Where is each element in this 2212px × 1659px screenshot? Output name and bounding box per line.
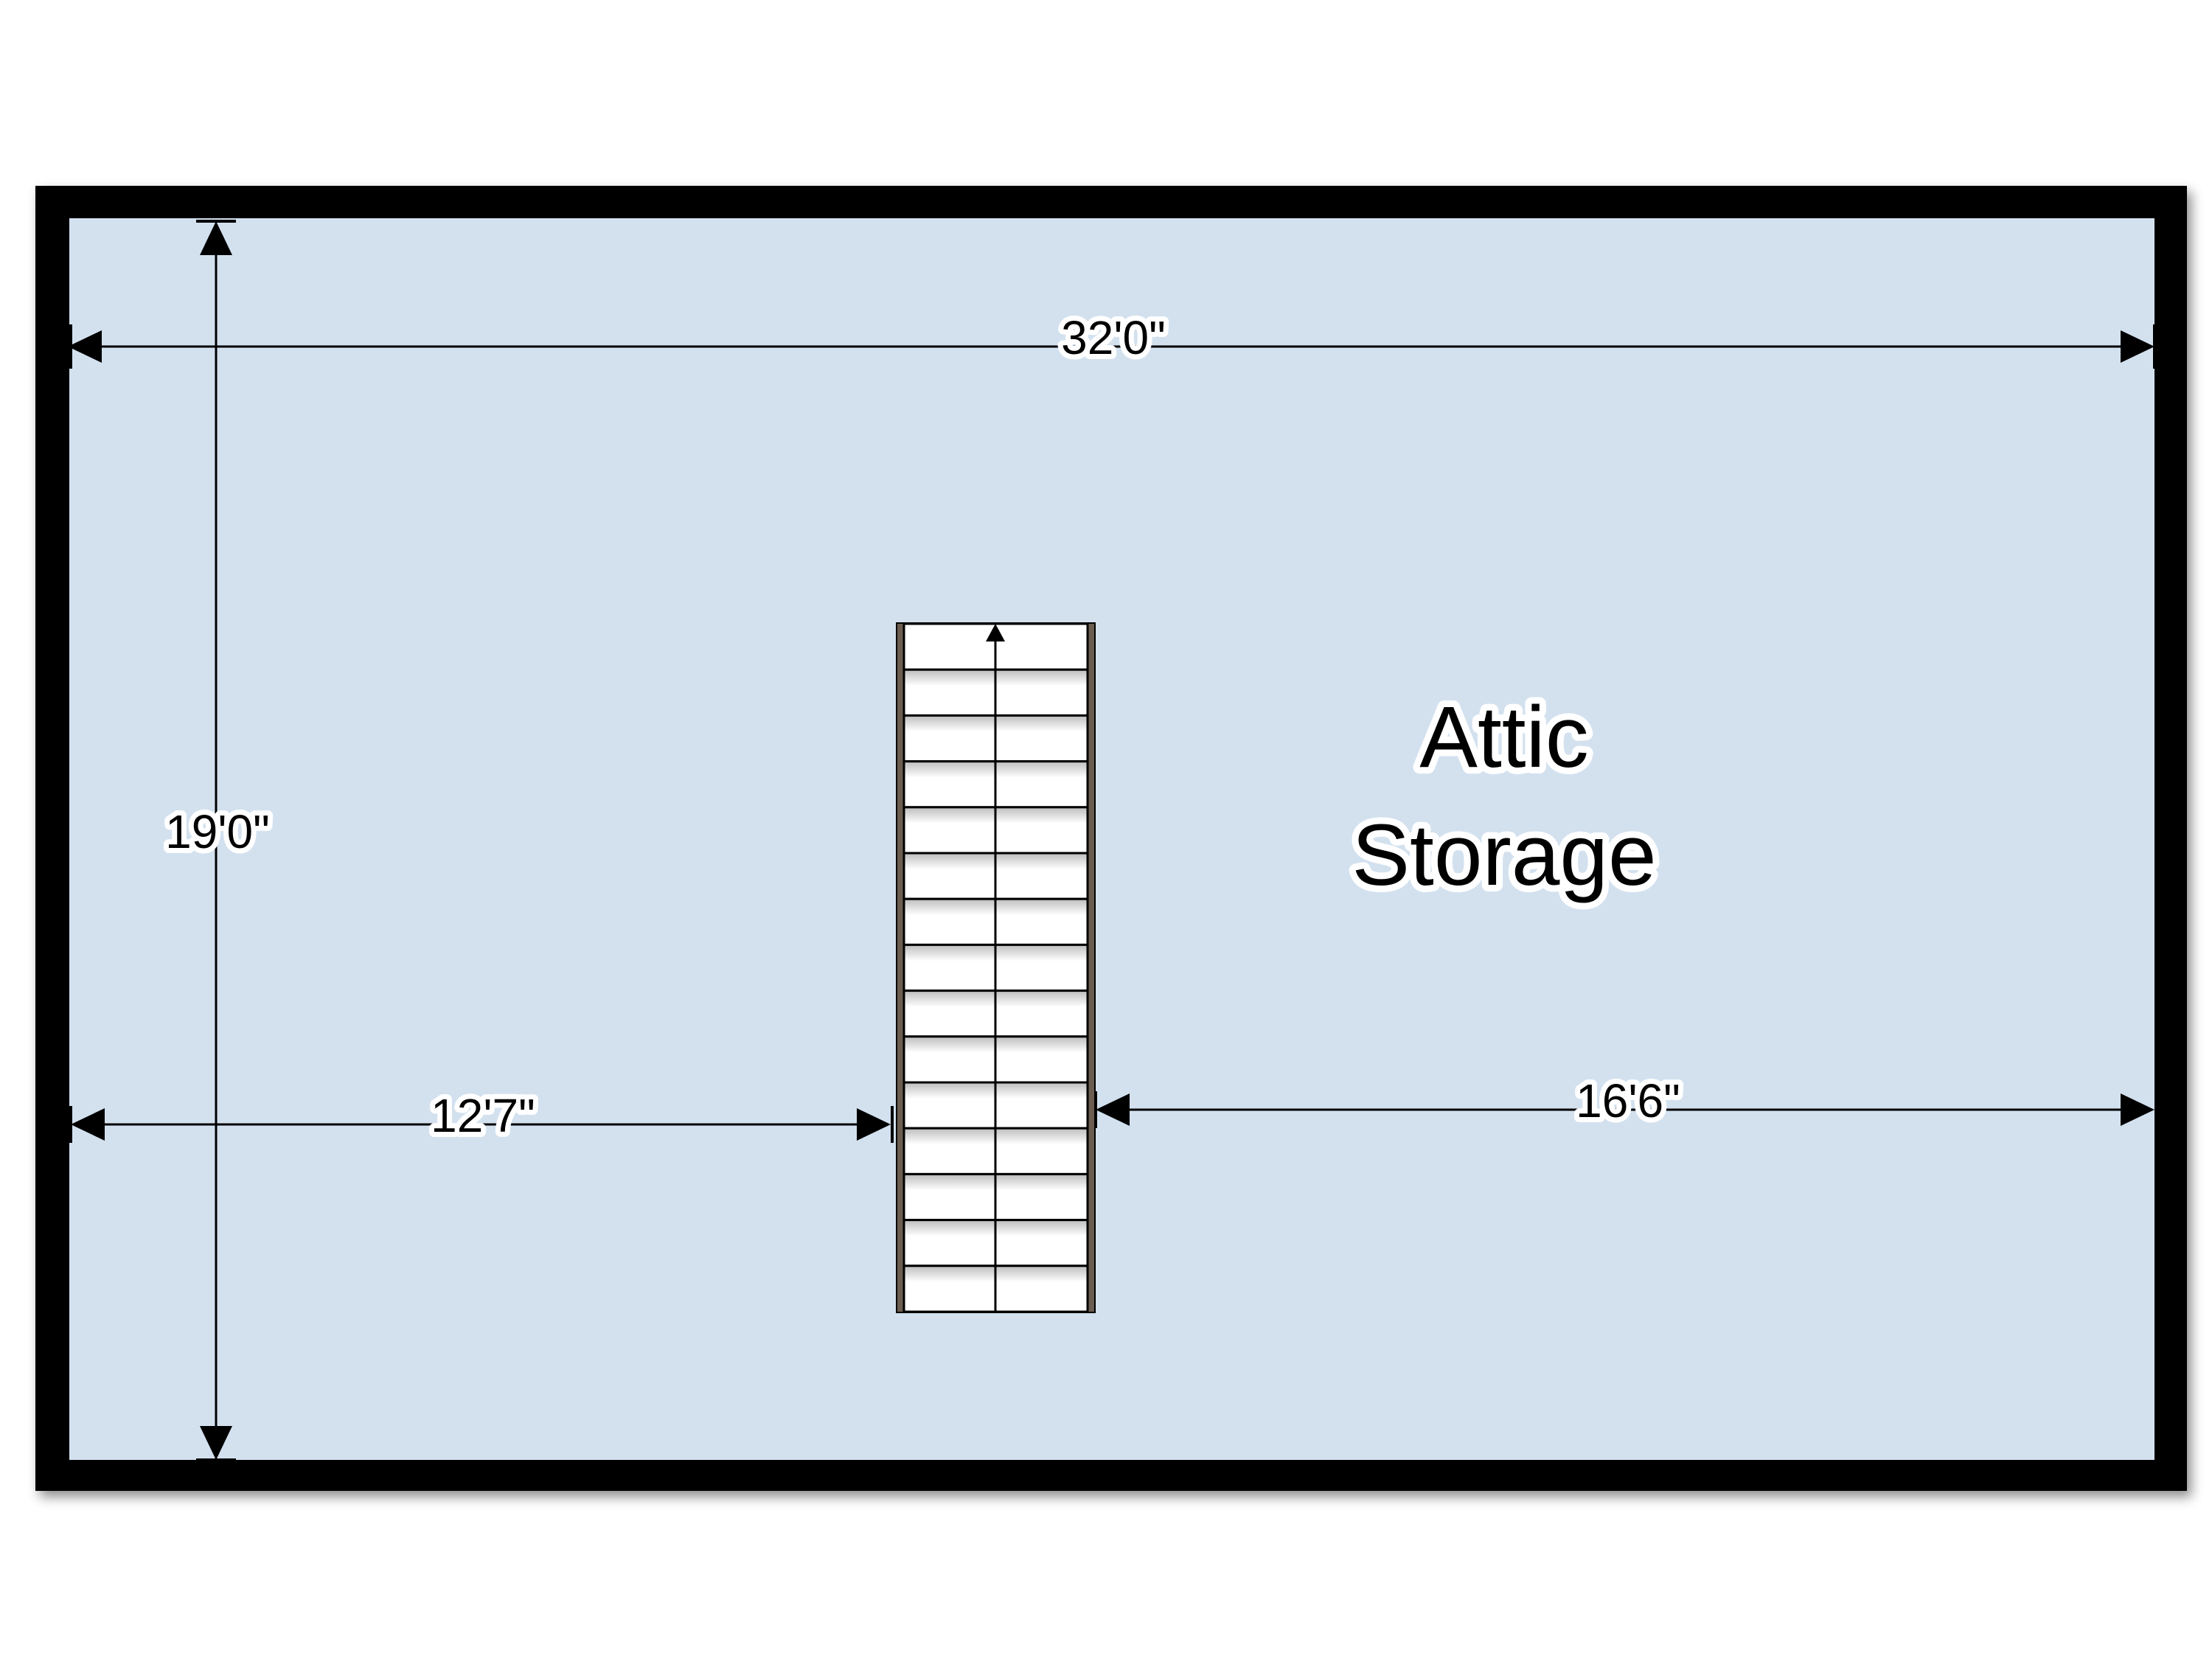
stair-stringer-right [1088,624,1094,1312]
stair-direction-arrow-icon [986,624,1005,641]
dimension-label-overall-depth: 19'0" [165,805,270,858]
room-name-line-2: Storage [1352,807,1656,904]
dimension-label-stair-to-right: 16'6" [1576,1074,1680,1127]
dimension-stair-to-right [1094,1091,2154,1128]
room-floor [69,218,2154,1460]
room-name-line-1: Attic [1419,689,1589,786]
dimension-left-to-stair [69,1106,894,1143]
stair-stringer-left [897,624,904,1312]
staircase [896,622,1096,1313]
dimension-label-overall-width: 32'0" [1061,311,1166,364]
dimension-overall-width [68,324,2156,369]
dimension-label-left-to-stair: 12'7" [431,1089,535,1142]
dimension-overall-depth [196,220,236,1461]
